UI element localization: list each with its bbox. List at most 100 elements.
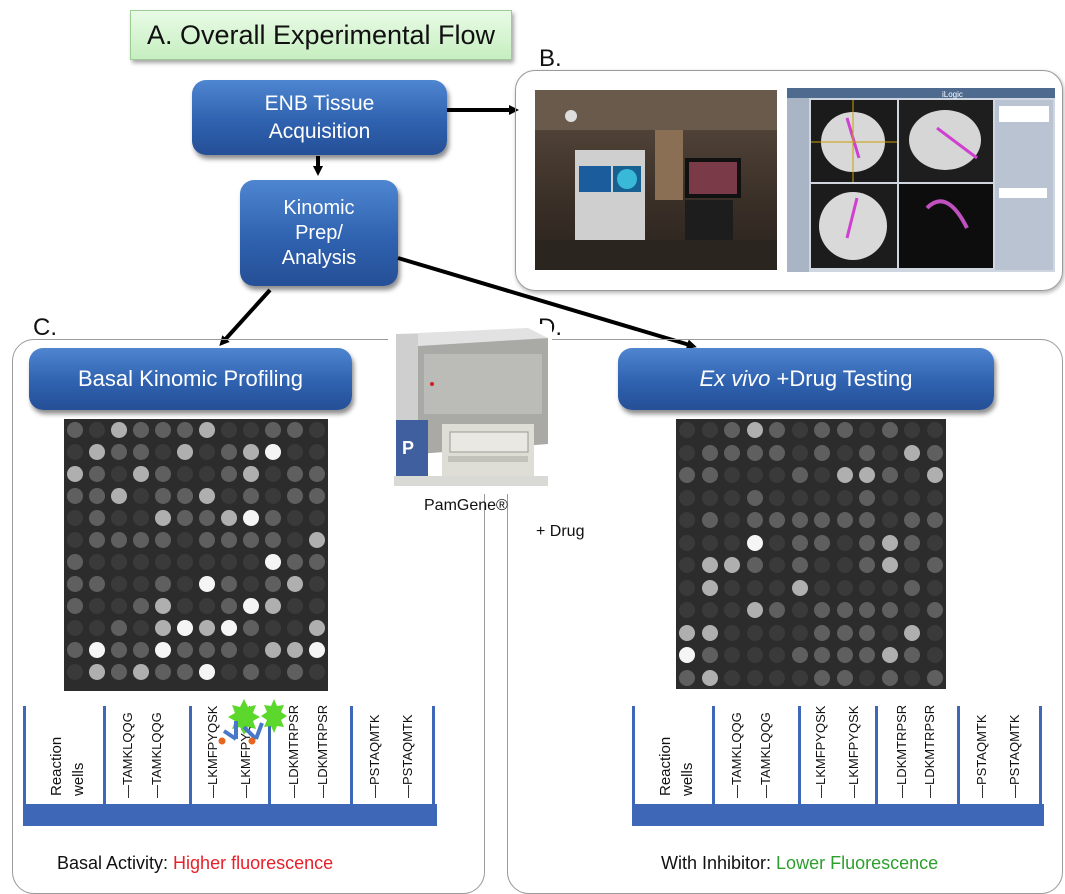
array-well (904, 624, 921, 641)
array-well (836, 602, 853, 619)
basal-caption-value: Higher fluorescence (173, 853, 334, 873)
array-well (881, 647, 898, 664)
array-well (859, 557, 876, 574)
array-well (746, 467, 763, 484)
pamgene-label: PamGene® (424, 497, 508, 514)
basal-caption-prefix: Basal Activity: (57, 853, 174, 873)
array-well (859, 534, 876, 551)
array-well (746, 557, 763, 574)
array-well (814, 512, 831, 529)
array-well (89, 554, 105, 570)
array-well (221, 620, 237, 636)
array-well (265, 664, 281, 680)
array-well (881, 534, 898, 551)
array-well (814, 467, 831, 484)
peptide-label: —LKMFPYQSK (813, 705, 829, 798)
array-well (679, 647, 696, 664)
array-well (814, 489, 831, 506)
array-well (881, 422, 898, 439)
array-well (791, 624, 808, 641)
array-well (89, 598, 105, 614)
array-well (221, 554, 237, 570)
array-well (904, 647, 921, 664)
array-well (701, 489, 718, 506)
array-well (89, 620, 105, 636)
array-well (243, 444, 259, 460)
array-well (926, 489, 943, 506)
array-well (769, 579, 786, 596)
array-well (814, 647, 831, 664)
array-well (177, 642, 193, 658)
array-well (287, 444, 303, 460)
array-well (836, 534, 853, 551)
array-well (746, 422, 763, 439)
array-well (111, 598, 127, 614)
array-well (926, 647, 943, 664)
pamgene-instrument: P (388, 324, 552, 494)
array-well (309, 488, 325, 504)
array-well (904, 422, 921, 439)
peptide-label: —TAMKLQQG (728, 712, 744, 798)
panel-b (515, 70, 1063, 291)
array-well (221, 664, 237, 680)
array-well (746, 534, 763, 551)
array-well (199, 576, 215, 592)
array-well (111, 422, 127, 438)
array-well (746, 444, 763, 461)
array-well (791, 669, 808, 686)
array-well (243, 422, 259, 438)
strip-wall (103, 706, 107, 804)
array-well (177, 510, 193, 526)
array-well (724, 534, 741, 551)
array-well (679, 624, 696, 641)
array-well (926, 669, 943, 686)
array-well (177, 598, 193, 614)
array-well (89, 444, 105, 460)
array-well (701, 512, 718, 529)
array-well (791, 489, 808, 506)
array-well (904, 534, 921, 551)
array-well (881, 444, 898, 461)
array-well (836, 512, 853, 529)
array-well (836, 579, 853, 596)
array-well (791, 467, 808, 484)
array-well (859, 579, 876, 596)
array-well (67, 554, 83, 570)
array-well (155, 532, 171, 548)
strip-wall (431, 706, 435, 804)
peptide-label: —LDKMTRPSR (314, 704, 330, 798)
array-well (155, 422, 171, 438)
array-well (881, 557, 898, 574)
array-well (265, 532, 281, 548)
array-well (881, 602, 898, 619)
array-well (724, 422, 741, 439)
array-well (724, 647, 741, 664)
array-well (814, 669, 831, 686)
array-well (287, 532, 303, 548)
array-well (133, 642, 149, 658)
strip-wall (711, 706, 715, 804)
array-well (881, 669, 898, 686)
array-well (814, 602, 831, 619)
array-well (265, 510, 281, 526)
array-well (836, 669, 853, 686)
array-well (746, 624, 763, 641)
array-well (265, 488, 281, 504)
array-well (679, 512, 696, 529)
array-well (67, 422, 83, 438)
array-well (111, 620, 127, 636)
drug-label: + Drug (536, 523, 585, 540)
array-well (199, 488, 215, 504)
array-well (287, 620, 303, 636)
strip-wall (957, 706, 961, 804)
array-well (791, 534, 808, 551)
array-well (724, 512, 741, 529)
array-well (701, 669, 718, 686)
array-well (199, 466, 215, 482)
array-well (89, 532, 105, 548)
array-well (859, 467, 876, 484)
array-well (177, 466, 193, 482)
basal-caption: Basal Activity: Higher fluorescence (57, 853, 333, 874)
array-well (199, 620, 215, 636)
